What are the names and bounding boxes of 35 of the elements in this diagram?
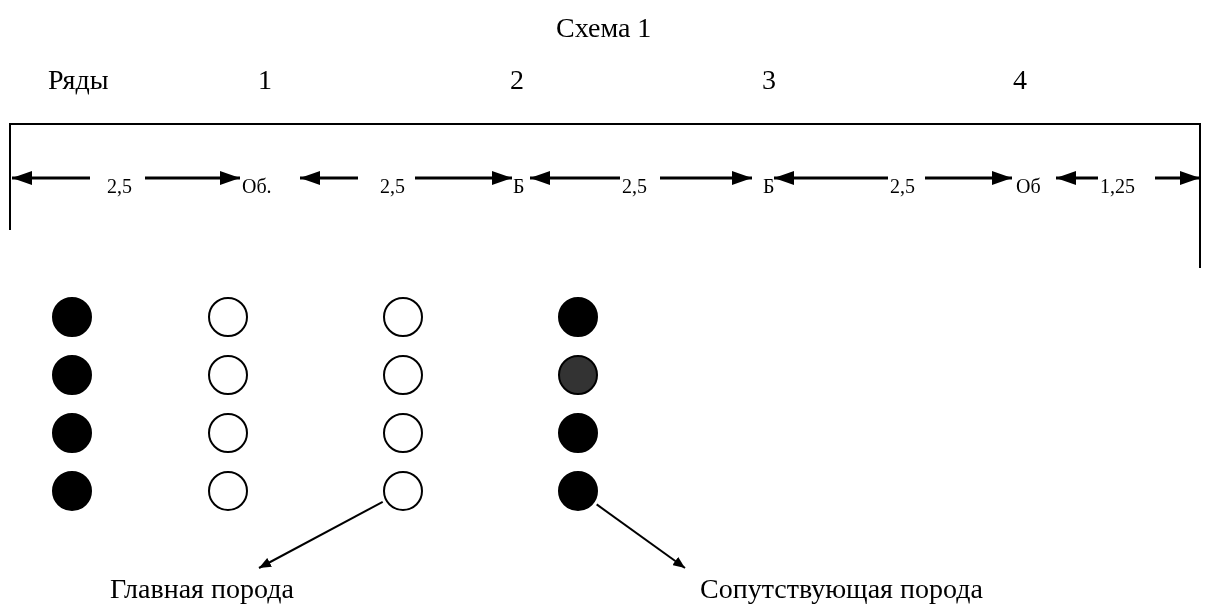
tree-circle bbox=[52, 471, 92, 511]
tree-circle bbox=[208, 355, 248, 395]
row-label: Б bbox=[513, 176, 525, 196]
row-heading: Ряды bbox=[48, 66, 109, 94]
arrow bbox=[258, 500, 384, 569]
species-caption: Сопутствующая порода bbox=[700, 574, 983, 605]
row-number: 3 bbox=[762, 66, 776, 94]
row-number: 4 bbox=[1013, 66, 1027, 94]
dimension-value: 2,5 bbox=[890, 176, 915, 196]
species-caption: Главная порода bbox=[110, 574, 294, 605]
tree-circle bbox=[383, 413, 423, 453]
diagram-title: Схема 1 bbox=[556, 14, 652, 42]
dimension-value: 2,5 bbox=[380, 176, 405, 196]
tree-circle bbox=[52, 297, 92, 337]
tree-circle bbox=[383, 471, 423, 511]
row-label: Об. bbox=[242, 176, 272, 196]
row-label: Об bbox=[1016, 176, 1041, 196]
tree-circle bbox=[383, 355, 423, 395]
tree-circle bbox=[208, 297, 248, 337]
tree-circle bbox=[208, 471, 248, 511]
tree-circle bbox=[383, 297, 423, 337]
row-label: Б bbox=[763, 176, 775, 196]
arrow bbox=[595, 503, 686, 569]
tree-circle bbox=[558, 297, 598, 337]
row-number: 1 bbox=[258, 66, 272, 94]
tree-circle bbox=[558, 413, 598, 453]
row-number: 2 bbox=[510, 66, 524, 94]
tree-circle bbox=[558, 471, 598, 511]
tree-circle bbox=[52, 355, 92, 395]
tree-circle bbox=[208, 413, 248, 453]
dimension-value: 2,5 bbox=[622, 176, 647, 196]
tree-circle bbox=[558, 355, 598, 395]
dimension-value: 1,25 bbox=[1100, 176, 1135, 196]
tree-circle bbox=[52, 413, 92, 453]
dimension-value: 2,5 bbox=[107, 176, 132, 196]
